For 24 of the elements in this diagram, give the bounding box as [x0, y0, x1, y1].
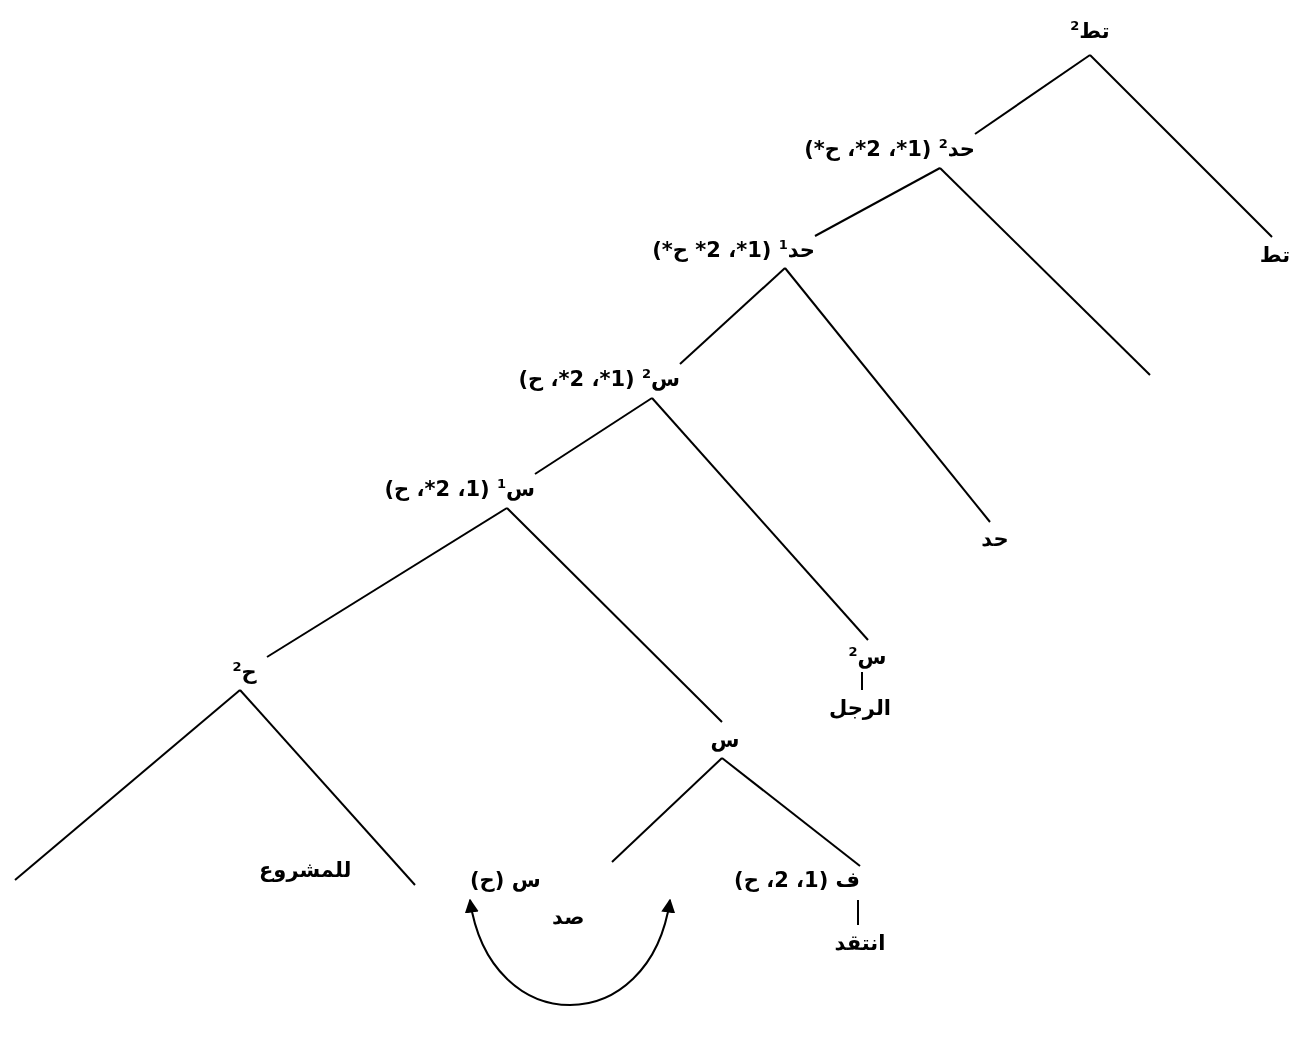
- node-label: الرجل: [829, 696, 891, 720]
- tree-branch: [861, 671, 863, 691]
- node-label: حد: [981, 527, 1009, 551]
- node-label: س: [710, 728, 740, 752]
- tree-branch: [857, 899, 859, 926]
- tree-branch: [266, 507, 508, 658]
- curved-arrow: [466, 898, 674, 1006]
- tree-branch: [651, 397, 869, 641]
- node-label: ف (1، 2، ح): [734, 868, 860, 892]
- tree-branch: [611, 757, 723, 863]
- node-label: انتقد: [834, 931, 886, 955]
- node-label: س (ح): [470, 868, 541, 892]
- tree-branch: [506, 507, 723, 723]
- tree-branch: [679, 267, 786, 365]
- tree-branch: [14, 689, 241, 881]
- tree-branch: [814, 167, 941, 237]
- node-label: تط: [1259, 243, 1291, 267]
- tree-branch: [784, 267, 991, 523]
- tree-branch: [721, 757, 861, 867]
- tree-branch: [534, 397, 653, 475]
- tree-branch: [974, 54, 1091, 135]
- tree-branch: [939, 167, 1151, 376]
- tree-branch: [1089, 54, 1273, 238]
- tree-branch: [239, 689, 416, 886]
